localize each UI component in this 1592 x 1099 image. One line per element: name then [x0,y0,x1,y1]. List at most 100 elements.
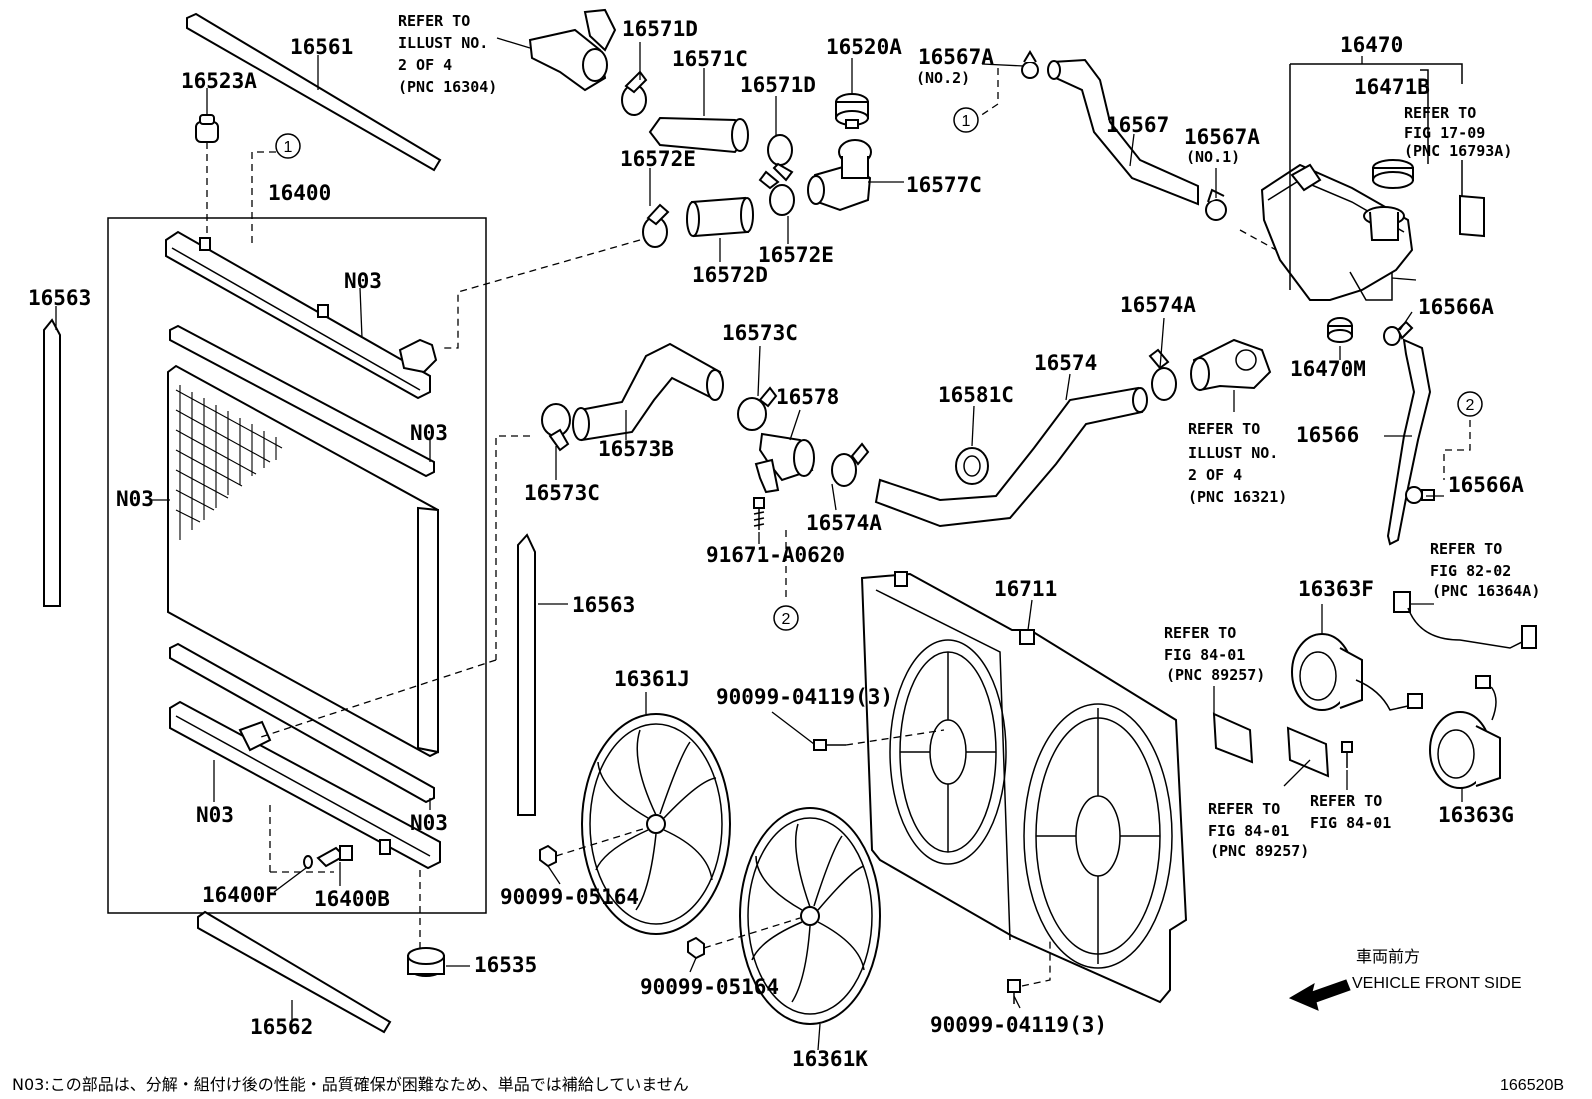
nut-90099-05164-a [539,844,557,868]
label-16566A-b: 16566A [1448,473,1524,497]
lower-hose-group [257,338,1272,739]
label-16567A-no2: 16567A [918,45,994,69]
refer-illust-16321: REFER TO ILLUST NO. 2 OF 4 (PNC 16321) [1188,420,1287,506]
radiator-boundary-box [107,217,487,914]
fan-motor-16363G [1429,675,1501,789]
relay-89257-b [1286,726,1330,778]
label-16572E-b: 16572E [758,243,834,267]
label-16363F: 16363F [1298,577,1374,601]
bolt-91671-A0620 [753,497,765,530]
svg-text:(PNC 16793A): (PNC 16793A) [1404,142,1512,160]
label-91671-A0620: 91671-A0620 [706,543,845,567]
svg-text:FIG 84-01: FIG 84-01 [1164,646,1245,664]
svg-text:REFER TO: REFER TO [1208,800,1280,818]
svg-text:REFER TO: REFER TO [398,12,470,30]
cushion-16523A [195,114,219,143]
refer-fig-82-02: REFER TO FIG 82-02 (PNC 16364A) [1430,540,1540,600]
callout-circle-2-b: 2 [1457,391,1483,417]
svg-text:REFER TO: REFER TO [1164,624,1236,642]
reserve-tank-group [979,50,1485,546]
label-16574: 16574 [1034,351,1097,375]
vehicle-front-indicator: 車両前方 VEHICLE FRONT SIDE [1288,947,1522,1011]
refer-fig-17-09: REFER TO FIG 17-09 (PNC 16793A) [1404,104,1512,160]
hose-16573B [578,342,722,442]
footer-note: N03:この部品は、分解・組付け後の性能・品質確保が困難なため、単品では補給して… [12,1075,689,1094]
reserve-tank-16470 [1260,163,1414,301]
cushion-16470M [1327,317,1353,343]
hose-16571C [648,116,747,154]
hose-clamp-16574A-a [831,442,870,487]
label-90099-05164-a: 90099-05164 [500,885,639,909]
screw-fig-84-01 [1341,741,1353,768]
label-16471B: 16471B [1354,75,1430,99]
hose-clamp-16572E-b [758,170,795,216]
lower-seal-16562 [197,910,392,1034]
svg-text:FIG 84-01: FIG 84-01 [1208,822,1289,840]
label-16361J: 16361J [614,667,690,691]
svg-text:REFER TO: REFER TO [1188,420,1260,438]
svg-text:2 OF 4: 2 OF 4 [398,56,452,74]
refer-fig-84-01-a: REFER TO FIG 84-01 (PNC 89257) [1164,624,1265,684]
label-16571D-a: 16571D [622,17,698,41]
label-16573B: 16573B [598,437,674,461]
label-16363G: 16363G [1438,803,1514,827]
water-outlet-16304 [528,8,617,92]
hose-clamp-16573C-a [541,403,571,452]
top-seal-strip [169,324,435,478]
upper-hose-group [440,8,872,349]
svg-text:REFER TO: REFER TO [1310,792,1382,810]
side-seal-16563-mid [517,533,536,816]
hose-clamp-16566A-b [1405,486,1435,504]
svg-text:(PNC 16321): (PNC 16321) [1188,488,1287,506]
callout-circle-2-a: 2 [773,605,799,631]
label-90099-04119-a: 90099-04119(3) [716,685,893,709]
label-n03-core: N03 [116,487,154,511]
caution-label-plate [1459,194,1485,238]
label-16566: 16566 [1296,423,1359,447]
label-16563-mid: 16563 [572,593,635,617]
label-16523A: 16523A [181,69,257,93]
part-labels: 16561 16523A 16400 16563 16563 N03 N03 N… [28,17,1524,1071]
water-inlet-16577C [807,139,872,212]
label-16561: 16561 [290,35,353,59]
svg-text:FIG 84-01: FIG 84-01 [1310,814,1391,832]
wire-harness-16364A [1393,591,1537,649]
label-16572E-a: 16572E [620,147,696,171]
lower-tank [169,700,441,870]
label-16563-left: 16563 [28,286,91,310]
cooling-fan-16361J [581,713,731,935]
label-n03-tank: N03 [344,269,382,293]
label-16566A-a: 16566A [1418,295,1494,319]
refer-notes: REFER TO ILLUST NO. 2 OF 4 (PNC 16304) R… [398,12,1540,860]
label-16573C-a: 16573C [722,321,798,345]
hose-clamp-16573C-b [737,386,778,431]
svg-text:2: 2 [782,611,791,628]
label-16572D: 16572D [692,263,768,287]
refer-fig-84-01-b: REFER TO FIG 84-01 (PNC 89257) [1208,800,1309,860]
radiator-core [167,364,439,758]
label-16470: 16470 [1340,33,1403,57]
label-16571C: 16571C [672,47,748,71]
label-16567A-no1-sub: (NO.1) [1186,148,1240,166]
upper-tank [165,230,438,400]
svg-text:ILLUST NO.: ILLUST NO. [398,34,488,52]
hose-clamp-16571D-b [767,134,794,182]
figure-code: 166520B [1500,1077,1564,1094]
label-n03-bottom-right: N03 [410,811,448,835]
direction-label-en: VEHICLE FRONT SIDE [1352,975,1522,992]
refer-fig-84-01-c: REFER TO FIG 84-01 [1310,792,1391,832]
svg-text:(PNC 89257): (PNC 89257) [1166,666,1265,684]
callout-circle-1-a: 1 [275,133,301,159]
label-16520A: 16520A [826,35,902,59]
cushion-16535 [407,947,445,977]
hose-16566 [1386,338,1432,546]
svg-text:(PNC 16364A): (PNC 16364A) [1432,582,1540,600]
label-16581C: 16581C [938,383,1014,407]
fan-motor-16363F [1291,633,1423,711]
svg-text:2 OF 4: 2 OF 4 [1188,466,1242,484]
bolt-90099-04119-b [1007,979,1021,1004]
label-90099-05164-b: 90099-05164 [640,975,779,999]
label-16562: 16562 [250,1015,313,1039]
label-16577C: 16577C [906,173,982,197]
